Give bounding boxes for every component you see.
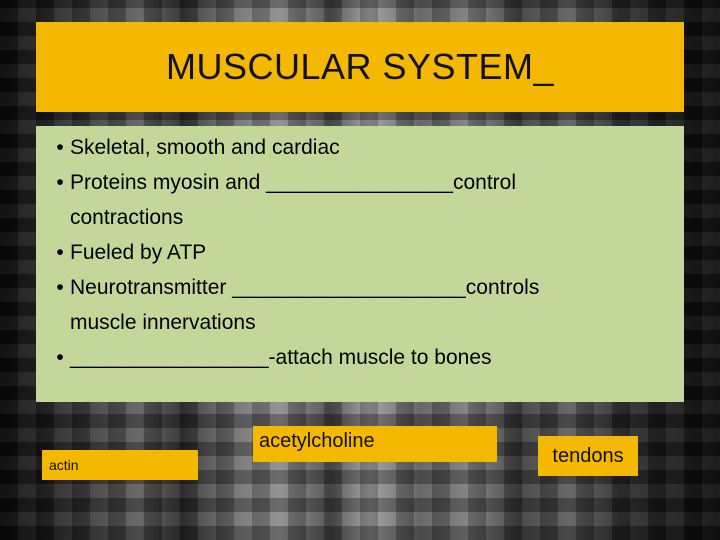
bullet-symbol: • — [56, 241, 64, 264]
bullet-text: Skeletal, smooth and cardiac — [70, 136, 340, 159]
answer-text: acetylcholine — [259, 430, 375, 452]
answer-text: tendons — [552, 444, 624, 467]
answer-box-acetylcholine[interactable]: acetylcholine — [253, 426, 497, 462]
bullet-text: Fueled by ATP — [70, 241, 207, 264]
bullet-item-proteins: • Proteins myosin and ________________co… — [56, 165, 539, 235]
answer-box-tendons[interactable]: tendons — [538, 436, 638, 476]
bullet-item-fuel: • Fueled by ATP — [56, 235, 539, 270]
bullet-item-attach: • _________________-attach muscle to bon… — [56, 340, 539, 375]
bullet-text: _________________-attach muscle to bones — [70, 346, 492, 369]
bullet-text: Neurotransmitter ____________________con… — [70, 276, 540, 299]
bullet-item-types: • Skeletal, smooth and cardiac — [56, 130, 539, 165]
title-banner: MUSCULAR SYSTEM_ — [36, 22, 684, 112]
bullet-text-continued: muscle innervations — [70, 311, 256, 334]
slide-title: MUSCULAR SYSTEM_ — [165, 46, 555, 87]
bullet-symbol: • — [56, 346, 64, 369]
bullet-symbol: • — [56, 136, 64, 159]
bullet-text-continued: contractions — [70, 206, 184, 229]
bullet-item-neurotransmitter: • Neurotransmitter ____________________c… — [56, 270, 540, 340]
bullet-symbol: • — [56, 171, 64, 194]
answer-box-actin[interactable]: actin — [42, 450, 198, 480]
bullet-text: Proteins myosin and ________________cont… — [70, 171, 516, 194]
bullet-symbol: • — [56, 276, 64, 299]
bullet-list: • Skeletal, smooth and cardiac • Protein… — [56, 130, 540, 375]
answer-text: actin — [49, 457, 79, 473]
bullet-content-box: • Skeletal, smooth and cardiac • Protein… — [36, 126, 684, 402]
